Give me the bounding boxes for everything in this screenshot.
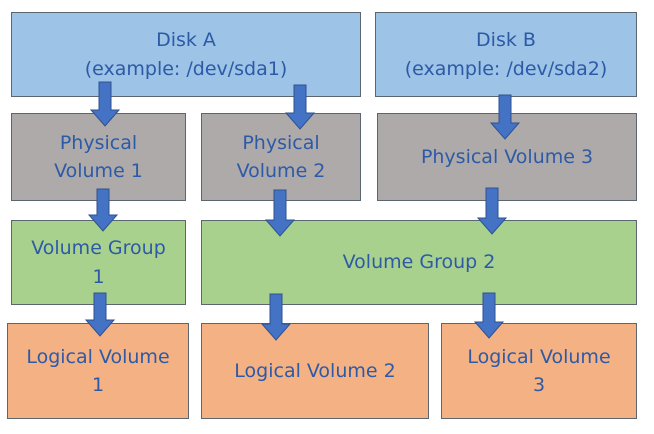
logical-volume-2-label: Logical Volume 2	[234, 359, 396, 382]
volume-group-1-label: Volume Group 1	[31, 237, 166, 288]
logical-volume-2-box: Logical Volume 2	[201, 323, 429, 419]
logical-volume-1-label: Logical Volume 1	[26, 345, 170, 397]
disk-b-title: Disk B	[476, 29, 536, 51]
physical-volume-1-box: Physical Volume 1	[11, 113, 186, 201]
volume-group-2-box: Volume Group 2	[201, 220, 637, 305]
physical-volume-3-box: Physical Volume 3	[377, 113, 637, 201]
volume-group-2-label: Volume Group 2	[342, 251, 496, 274]
logical-volume-1-box: Logical Volume 1	[7, 323, 189, 419]
disk-a-example: (example: /dev/sda1)	[84, 57, 288, 80]
disk-a-box: Disk A (example: /dev/sda1)	[11, 12, 361, 97]
disk-b-box: Disk B (example: /dev/sda2)	[375, 12, 637, 97]
physical-volume-2-label: Physical Volume 2	[236, 131, 326, 183]
volume-group-1-box: Volume Group 1	[11, 220, 186, 305]
disk-b-example: (example: /dev/sda2)	[404, 57, 608, 80]
physical-volume-2-box: Physical Volume 2	[201, 113, 361, 201]
disk-a-title: Disk A	[156, 29, 216, 51]
logical-volume-3-label: Logical Volume 3	[467, 345, 611, 397]
physical-volume-1-label: Physical Volume 1	[54, 131, 143, 183]
physical-volume-3-label: Physical Volume 3	[420, 145, 594, 168]
logical-volume-3-box: Logical Volume 3	[441, 323, 637, 419]
